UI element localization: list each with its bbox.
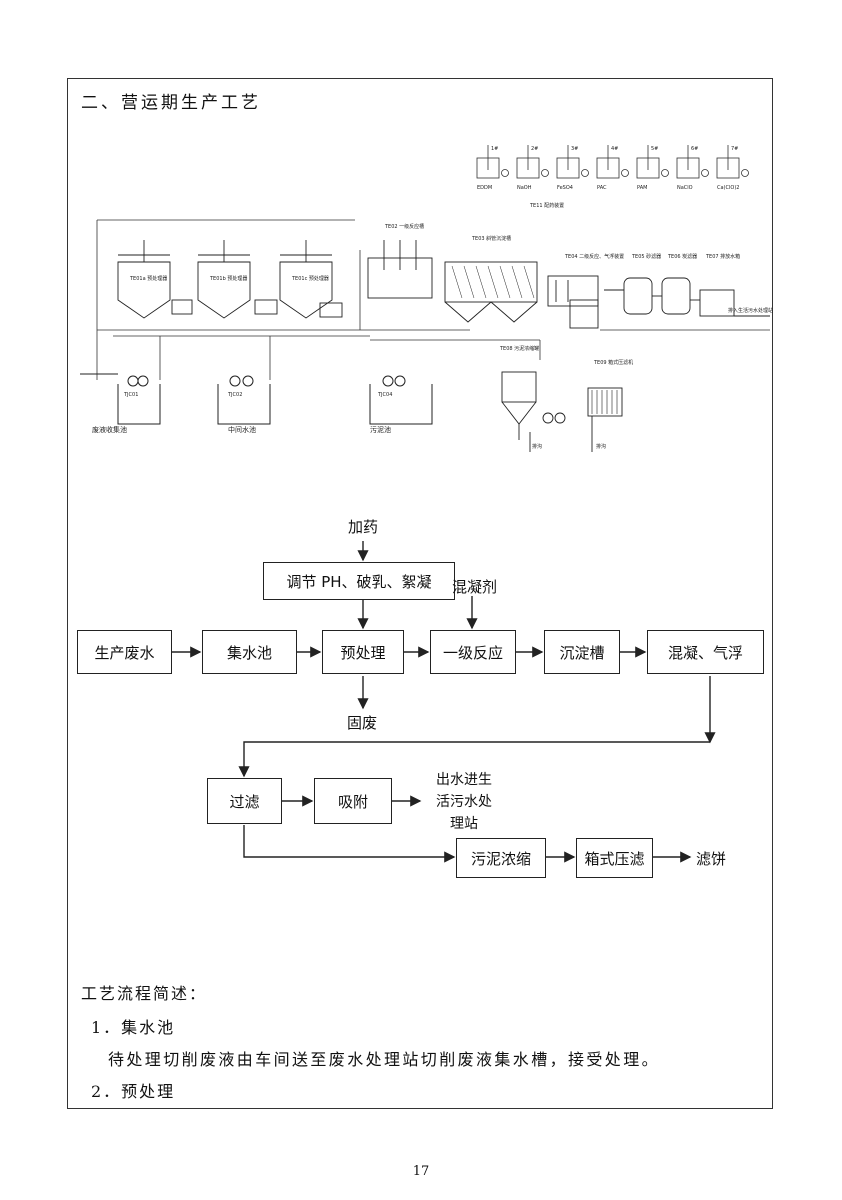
effluent-line-1: 出水进生: [436, 772, 492, 788]
dosing-chemical-label: Ca(ClO)2: [717, 185, 739, 191]
pretreat-ops-box: 调节 PH、破乳、絮凝: [263, 562, 455, 600]
dosing-pump-icon: [541, 169, 549, 177]
outlet-label: 排入生活污水处理站: [728, 307, 773, 314]
reaction-tank-label: TE02 一级反应槽: [384, 223, 424, 230]
flow-box-settling-tank: 沉淀槽: [544, 630, 620, 674]
dosing-units: 1# EDDM 2# NaOH 3# FeSO4 4# PAC 5# PAM 6# NaClO 7# Ca…: [476, 145, 749, 191]
cake-label: 滤饼: [696, 850, 727, 868]
dosing-unit-number: 7#: [731, 146, 738, 152]
item1-title: 1．集水池: [91, 1018, 176, 1037]
dosing-label: 加药: [348, 518, 379, 536]
dosing-pump-icon: [581, 169, 589, 177]
dosing-unit-number: 3#: [571, 146, 578, 152]
flotation-label: TE04 二级反应、气浮装置: [564, 253, 624, 260]
drain-label-2: 排沟: [596, 443, 606, 450]
filter-press: [587, 387, 623, 452]
dosing-chemical-label: NaOH: [517, 185, 532, 191]
drain-label-1: 排沟: [532, 443, 542, 450]
dosing-unit-number: 1#: [491, 146, 498, 152]
piping: [96, 219, 770, 380]
dosing-unit-number: 5#: [651, 146, 658, 152]
thickener-label: TE08 污泥浓缩罐: [499, 345, 539, 352]
carbon-filter-label: TE06 炭滤器: [667, 253, 697, 260]
flow-box-pretreatment: 预处理: [322, 630, 404, 674]
pools: [80, 373, 433, 425]
dosing-chemical-label: PAM: [637, 185, 647, 191]
dosing-caption: TE11 配药装置: [529, 202, 564, 209]
dosing-chemical-label: EDDM: [477, 185, 492, 191]
discharge-tank-label: TE07 排放水箱: [705, 253, 740, 260]
dosing-pump-icon: [741, 169, 749, 177]
dosing-pump-icon: [701, 169, 709, 177]
dosing-unit-number: 4#: [611, 146, 618, 152]
effluent-text: 出水进生 活污水处 理站: [424, 769, 504, 835]
dosing-chemical-label: PAC: [597, 185, 607, 191]
solid-waste-label: 固废: [347, 714, 378, 732]
dosing-pump-icon: [661, 169, 669, 177]
flow-box-collection-pool: 集水池: [202, 630, 297, 674]
tank-c-label: TE01c 预处理器: [291, 275, 329, 282]
pool1-label: 废液收集池: [92, 425, 127, 434]
tank-b-label: TE01b 预处理器: [209, 275, 247, 282]
clarifier-label: TE03 斜管沉淀槽: [471, 235, 511, 242]
dosing-unit-number: 6#: [691, 146, 698, 152]
pool3-tag: TJC04: [377, 392, 392, 398]
thickener: [501, 371, 566, 452]
section-title: 二、营运期生产工艺: [81, 93, 261, 113]
item1-body: 待处理切削废液由车间送至废水处理站切削废液集水槽，接受处理。: [108, 1050, 661, 1069]
pool3-label: 污泥池: [370, 425, 391, 434]
flow-box-filtration: 过滤: [207, 778, 282, 824]
item2-title: 2．预处理: [91, 1082, 176, 1101]
sand-filter-label: TE05 砂滤器: [631, 253, 661, 260]
dosing-pump-icon: [501, 169, 509, 177]
description-heading: 工艺流程简述：: [81, 984, 208, 1003]
flow-box-filter-press: 箱式压滤: [576, 838, 653, 878]
flow-box-raw-wastewater: 生产废水: [77, 630, 172, 674]
flow-box-sludge-thickening: 污泥浓缩: [456, 838, 546, 878]
dosing-chemical-label: FeSO4: [557, 185, 573, 191]
flow-box-coag-flotation: 混凝、气浮: [647, 630, 764, 674]
coagulant-label: 混凝剂: [452, 578, 498, 596]
process-schematic: 1# EDDM 2# NaOH 3# FeSO4 4# PAC 5# PAM 6# NaClO 7# Ca…: [80, 145, 773, 452]
tank-a-label: TE01a 预处理器: [129, 275, 167, 282]
pool2-tag: TJC02: [227, 392, 242, 398]
effluent-line-2: 活污水处: [436, 794, 492, 810]
flow-box-primary-reaction: 一级反应: [430, 630, 516, 674]
flotation-unit: [547, 275, 599, 329]
filters: [604, 277, 770, 317]
pool1-tag: TJC01: [123, 392, 138, 398]
pool2-label: 中间水池: [228, 425, 256, 434]
dosing-pump-icon: [621, 169, 629, 177]
page-number: 17: [412, 1164, 430, 1179]
page-frame: [67, 78, 773, 1109]
pretreatment-tanks: [117, 240, 343, 319]
flow-box-adsorption: 吸附: [314, 778, 392, 824]
effluent-line-3: 理站: [450, 816, 478, 832]
flow-arrows: [172, 541, 716, 863]
dosing-unit-number: 2#: [531, 146, 538, 152]
clarifier: [444, 261, 538, 323]
press-label: TE09 箱式压滤机: [593, 359, 633, 366]
reaction-tank: [367, 240, 433, 299]
dosing-chemical-label: NaClO: [677, 185, 693, 191]
